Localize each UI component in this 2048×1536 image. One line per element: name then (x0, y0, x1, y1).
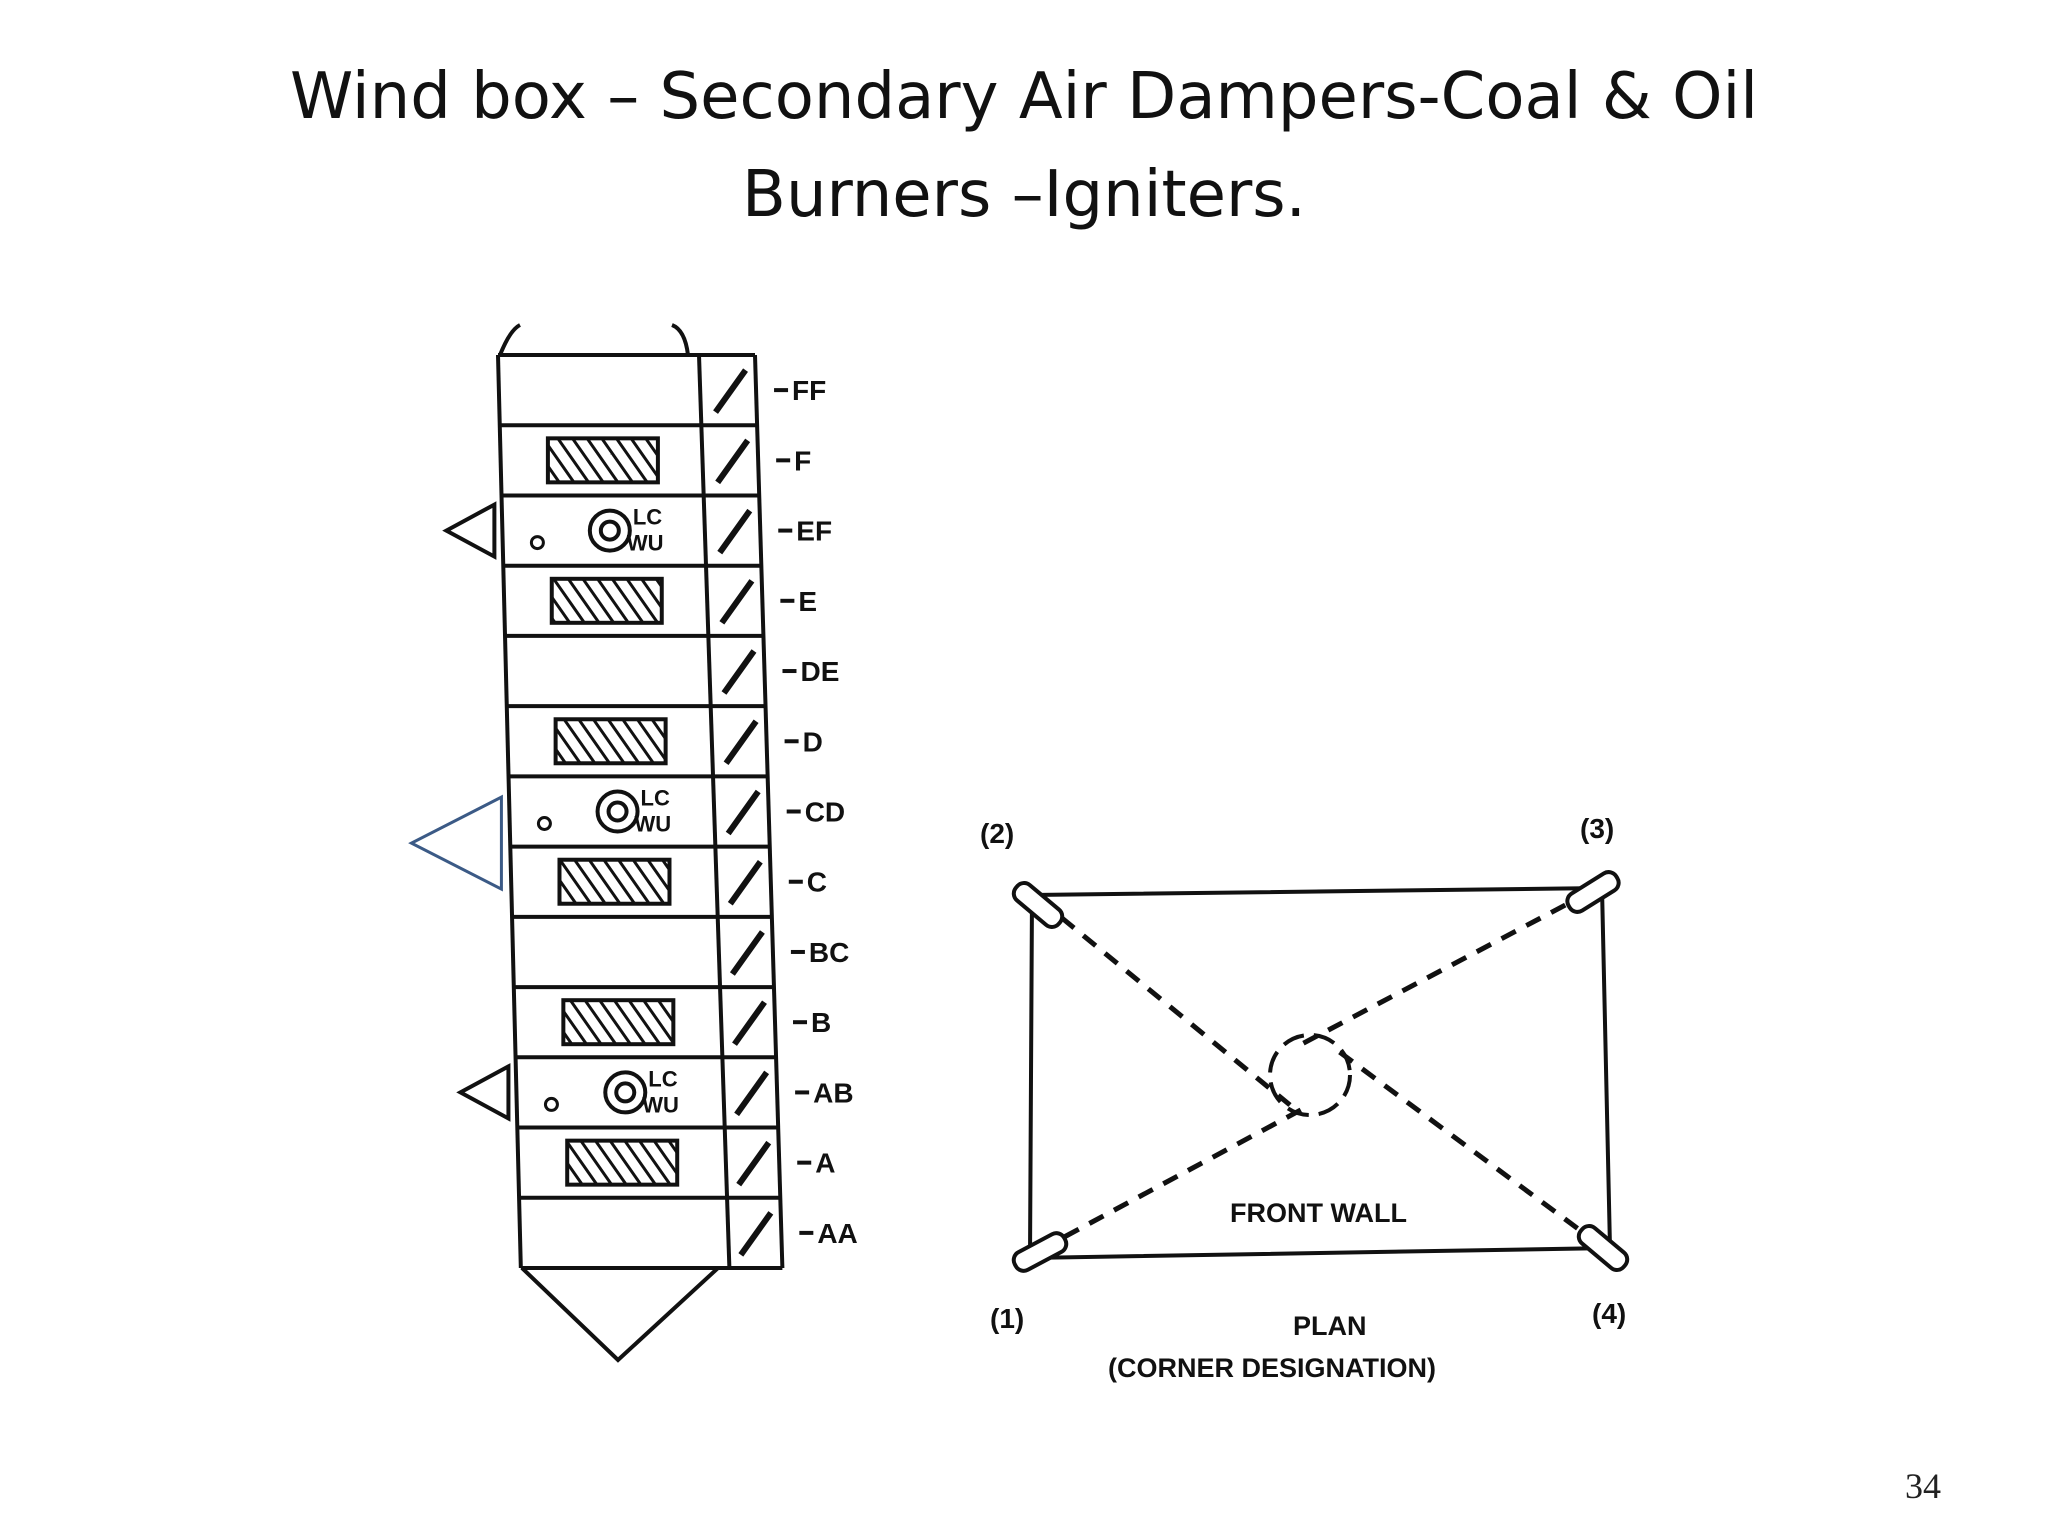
coal-nozzle-b (561, 998, 676, 1047)
firing-line-corner-2 (1038, 898, 1292, 1107)
oil-gun-label-wu: WU (635, 812, 672, 837)
oil-gun-inner-cd (606, 800, 629, 823)
elevation-label-ef: EF (796, 516, 832, 547)
igniter-port-ef (529, 535, 545, 551)
page-number: 34 (1905, 1466, 1941, 1506)
damper-blade-bc (729, 930, 765, 976)
pointer-triangle-ab (456, 1063, 511, 1122)
windbox-hopper (520, 1266, 720, 1363)
damper-blade-ff (713, 368, 748, 414)
damper-blade-cd (725, 789, 761, 836)
damper-blade-b (732, 1000, 767, 1046)
windbox-top-arc-right (671, 323, 690, 356)
firing-line-corner-1 (1038, 1102, 1312, 1253)
oil-gun-label-lc: LC (641, 786, 670, 811)
corner-label-3: (3) (1580, 813, 1614, 844)
pointer-triangle-ef (442, 501, 497, 560)
oil-gun-label-lc: LC (648, 1066, 677, 1091)
fireball-circle (1268, 1033, 1352, 1117)
corner-label-2: (2) (980, 818, 1014, 849)
damper-blade-d (723, 719, 759, 766)
plan-caption-line-2: (CORNER DESIGNATION) (1108, 1353, 1436, 1383)
slide-title: Wind box – Secondary Air Dampers-Coal & … (0, 48, 2048, 244)
firing-line-corner-4 (1328, 1042, 1602, 1248)
elevation-label-aa: AA (817, 1218, 857, 1249)
oil-gun-inner-ab (614, 1081, 637, 1104)
elevation-label-de: DE (800, 656, 839, 687)
elevation-label-d: D (803, 726, 823, 757)
oil-gun-outer-ef (587, 508, 632, 553)
damper-blade-ab (734, 1070, 770, 1117)
plan-caption-line-1: PLAN (1293, 1311, 1367, 1341)
damper-column-divider (697, 354, 732, 1269)
elevation-label-ff: FF (792, 375, 826, 406)
damper-blade-de (721, 649, 757, 695)
elevation-label-b: B (811, 1007, 831, 1038)
corner-1-nozzle (1011, 1231, 1069, 1273)
pointer-triangle-cd (408, 794, 503, 892)
elevation-label-c: C (807, 867, 827, 898)
windbox-top-arc-left (498, 323, 522, 356)
elevation-label-cd: CD (805, 797, 845, 828)
oil-gun-inner-ef (598, 519, 621, 542)
oil-gun-label-wu: WU (627, 531, 664, 556)
oil-gun-outer-cd (595, 789, 640, 834)
corner-label-4: (4) (1592, 1298, 1626, 1329)
title-line-2: Burners –Igniters. (742, 158, 1306, 232)
coal-nozzle-e (549, 576, 664, 625)
front-wall-label: FRONT WALL (1230, 1198, 1407, 1228)
elevation-label-ab: AB (813, 1077, 853, 1108)
elevation-label-f: F (794, 445, 811, 476)
damper-blade-a (736, 1140, 772, 1187)
coal-nozzle-c (557, 857, 672, 906)
corner-label-1: (1) (990, 1303, 1024, 1334)
title-line-1: Wind box – Secondary Air Dampers-Coal & … (289, 60, 1759, 134)
coal-nozzle-f (545, 436, 660, 485)
oil-gun-outer-ab (603, 1070, 648, 1115)
elevation-label-bc: BC (809, 937, 849, 968)
windbox-left-wall (496, 354, 523, 1269)
windbox-right-wall (753, 354, 785, 1269)
coal-nozzle-d (553, 717, 668, 766)
plan-view: (1) (2) (3) (4) FRONT WALL PLAN (CORNER … (980, 813, 1630, 1383)
coal-nozzle-a (565, 1138, 680, 1187)
elevation-label-a: A (815, 1148, 835, 1179)
corner-4-nozzle (1576, 1224, 1630, 1272)
damper-blade-e (719, 579, 755, 625)
firing-line-corner-3 (1298, 889, 1592, 1048)
damper-blade-c (727, 859, 763, 906)
damper-blade-ef (717, 508, 753, 555)
oil-gun-label-lc: LC (633, 505, 662, 530)
igniter-port-ab (543, 1096, 559, 1112)
damper-blade-aa (738, 1211, 774, 1257)
oil-gun-label-wu: WU (642, 1092, 679, 1117)
damper-blade-f (715, 438, 751, 485)
elevation-label-e: E (798, 586, 817, 617)
corner-2-nozzle (1011, 881, 1065, 929)
corner-3-nozzle (1565, 870, 1621, 914)
igniter-port-cd (536, 816, 552, 831)
